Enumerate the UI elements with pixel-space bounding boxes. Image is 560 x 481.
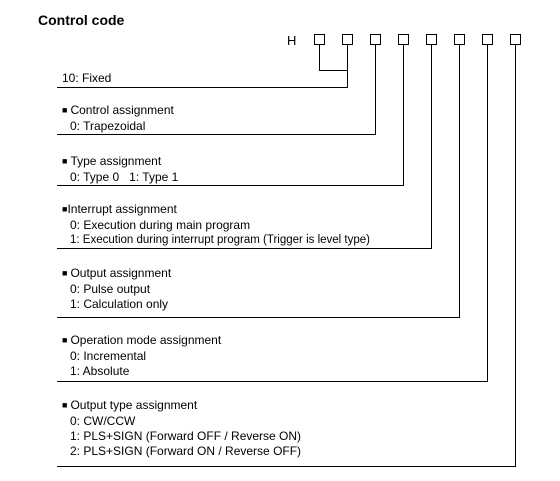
section-heading: Operation mode assignment [70,333,222,347]
option-line: 0: Pulse output [70,282,151,296]
digit-box-5 [426,34,437,45]
fixed-text: 10: Fixed [62,71,112,85]
connector-type-underline [57,185,404,186]
connector-digit-8 [515,45,516,466]
digit-box-3 [370,34,381,45]
option-line: 1: Calculation only [70,297,169,311]
section-type-assignment: ■Type assignment 0: Type 0 1: Type 1 [62,154,178,185]
digit-box-2 [342,34,353,45]
connector-fixed-underline [57,87,348,88]
connector-digit-6 [459,45,460,317]
diagram-title: Control code [38,12,125,28]
connector-outtype-underline [57,466,516,467]
digit-box-8 [510,34,521,45]
digit-box-1 [314,34,325,45]
bullet-icon: ■ [62,400,68,410]
connector-digit-5 [431,45,432,248]
connector-digit-1 [319,45,320,70]
connector-fixed-join [319,70,348,71]
bullet-icon: ■ [62,204,68,214]
option-line: 0: Trapezoidal [70,119,146,133]
fixed-block: 10: Fixed [62,71,111,86]
digit-box-7 [482,34,493,45]
digit-box-4 [398,34,409,45]
option-line: 1: Execution during interrupt program (T… [70,234,370,246]
code-prefix: H [287,33,297,48]
option-line: 2: PLS+SIGN (Forward ON / Reverse OFF) [70,444,302,458]
connector-control-underline [57,134,376,135]
option-line: 0: Execution during main program [70,218,251,232]
bullet-icon: ■ [62,156,68,166]
option-line: 0: CW/CCW [70,414,136,428]
bullet-icon: ■ [62,105,68,115]
connector-digit-7 [487,45,488,381]
section-interrupt-assignment: ■Interrupt assignment 0: Execution durin… [62,202,370,248]
section-heading: Control assignment [70,103,174,117]
option-line: 1: PLS+SIGN (Forward OFF / Reverse ON) [70,429,302,443]
section-heading: Type assignment [70,154,162,168]
connector-output-underline [57,317,460,318]
connector-digit-4 [403,45,404,185]
option-line: 1: Absolute [70,364,130,378]
option-line: 0: Incremental [70,349,147,363]
connector-interrupt-underline [57,248,432,249]
section-heading: Output assignment [70,266,172,280]
section-operation-mode-assignment: ■Operation mode assignment 0: Incrementa… [62,333,221,379]
bullet-icon: ■ [62,335,68,345]
connector-digit-3 [375,45,376,134]
connector-mode-underline [57,381,488,382]
section-heading: Interrupt assignment [67,202,177,216]
section-output-assignment: ■Output assignment 0: Pulse output 1: Ca… [62,266,171,312]
connector-digit-2 [347,45,348,87]
option-line: 0: Type 0 1: Type 1 [70,170,179,184]
section-heading: Output type assignment [70,398,198,412]
section-control-assignment: ■Control assignment 0: Trapezoidal [62,103,174,134]
bullet-icon: ■ [62,268,68,278]
digit-box-6 [454,34,465,45]
section-output-type-assignment: ■Output type assignment 0: CW/CCW 1: PLS… [62,398,301,459]
